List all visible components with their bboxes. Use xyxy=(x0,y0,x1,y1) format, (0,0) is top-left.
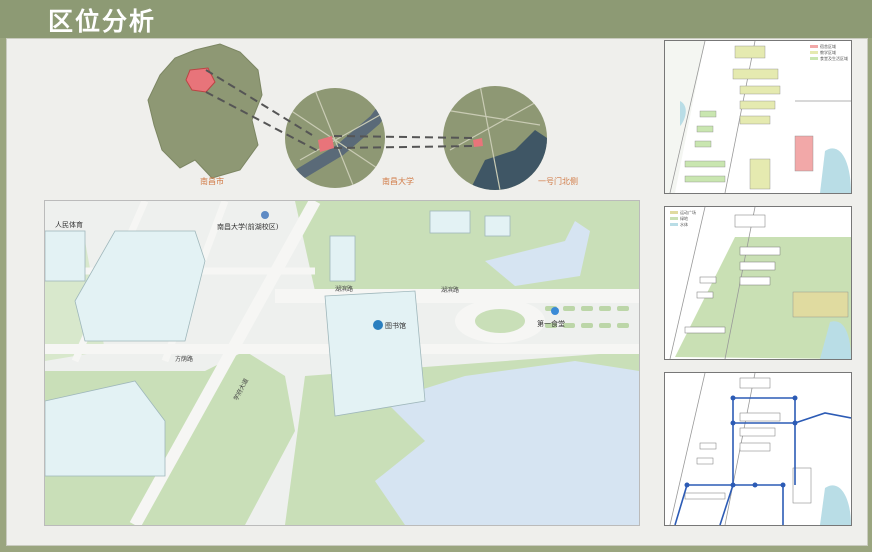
caption-city: 南昌市 xyxy=(200,177,224,186)
side-panel-road-network xyxy=(664,372,852,526)
road-label-hubin-2: 湖滨路 xyxy=(441,286,459,294)
poi-library-marker xyxy=(373,320,383,330)
caption-north-gate: 一号门北侧 xyxy=(538,177,578,186)
side-panel-functional-zones: 宿舍区域 教学区域 食堂及生活区域 xyxy=(664,40,852,194)
legend-green-3: 水体 xyxy=(680,221,688,227)
poi-canteen-marker xyxy=(551,307,559,315)
locator-diagram xyxy=(147,43,547,190)
poi-university-marker xyxy=(261,211,269,219)
poi-university-label: 南昌大学(前湖校区) xyxy=(217,222,279,231)
poi-stadium-label: 人民体育 xyxy=(55,220,83,229)
poi-library-label: 图书馆 xyxy=(385,321,406,330)
legend-zones: 宿舍区域 教学区域 食堂及生活区域 xyxy=(810,43,848,61)
legend-zone-2: 教学区域 xyxy=(820,49,836,55)
caption-university: 南昌大学 xyxy=(382,177,414,186)
road-label-fangyin: 方荫路 xyxy=(175,355,193,363)
poi-canteen-label: 第一食堂 xyxy=(537,319,565,328)
legend-zone-1: 宿舍区域 xyxy=(820,43,836,49)
road-label-hubin-1: 湖滨路 xyxy=(335,285,353,293)
campus-map: 方荫路 学府大道 湖滨路 湖滨路 南昌大学(前湖校区) 图书馆 第一食堂 人民体… xyxy=(44,200,640,526)
header-bar: 区位分析 xyxy=(0,0,872,38)
page-title: 区位分析 xyxy=(48,7,157,36)
side-panel-green-space: 运动广场 绿地 水体 xyxy=(664,206,852,360)
legend-green: 运动广场 绿地 水体 xyxy=(670,209,696,227)
legend-green-2: 绿地 xyxy=(680,215,688,221)
province-map xyxy=(147,43,263,179)
legend-zone-3: 食堂及生活区域 xyxy=(820,55,848,61)
legend-green-1: 运动广场 xyxy=(680,209,696,215)
